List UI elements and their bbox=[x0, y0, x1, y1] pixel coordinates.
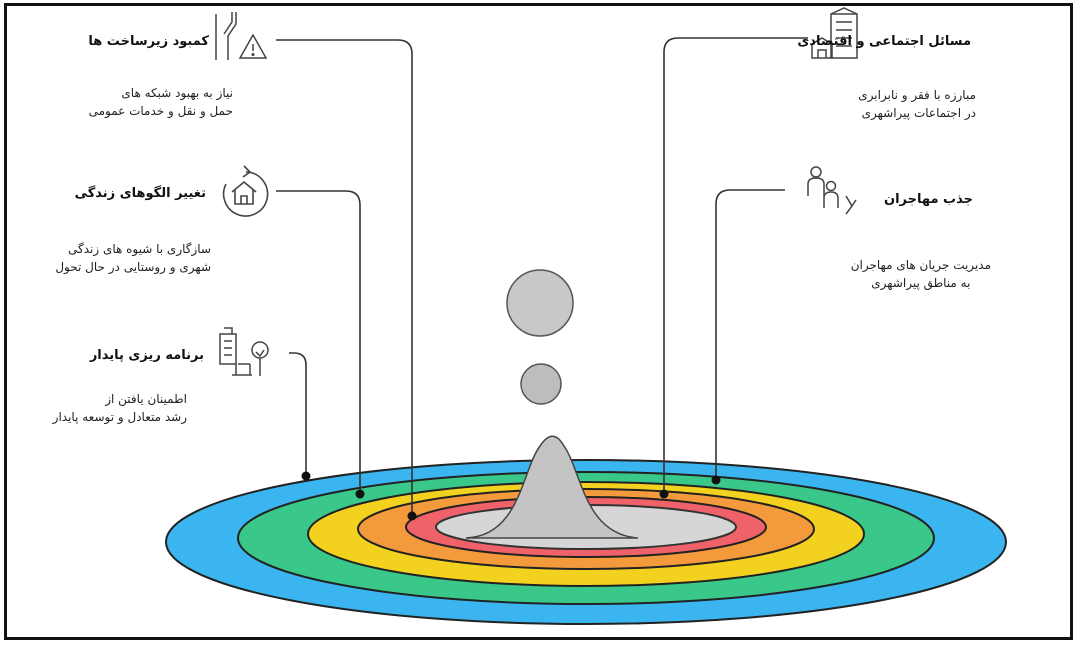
desc-lifestyle: سازگاری با شیوه های زندگی شهری و روستایی… bbox=[55, 240, 211, 276]
desc-migrants: مدیریت جریان های مهاجران به مناطق پیراشه… bbox=[851, 256, 991, 292]
title-infrastructure: کمبود زیرساخت ها bbox=[88, 34, 209, 49]
desc-sustainable-line1: اطمینان یافتن از bbox=[53, 390, 187, 408]
people-arrow-icon bbox=[808, 167, 856, 214]
title-lifestyle: تغییر الگوهای زندگی bbox=[75, 186, 206, 201]
desc-infrastructure-line2: حمل و نقل و خدمات عمومی bbox=[89, 102, 233, 120]
dot-infrastructure bbox=[408, 512, 417, 521]
connector-sustainable bbox=[289, 353, 306, 475]
home-cycle-icon bbox=[224, 166, 268, 216]
desc-lifestyle-line1: سازگاری با شیوه های زندگی bbox=[55, 240, 211, 258]
desc-socioeconomic-line1: مبارزه با فقر و نابرابری bbox=[858, 86, 976, 104]
desc-socioeconomic-line2: در اجتماعات پیراشهری bbox=[858, 104, 976, 122]
desc-lifestyle-line2: شهری و روستایی در حال تحول bbox=[55, 258, 211, 276]
desc-sustainable: اطمینان یافتن از رشد متعادل و توسعه پاید… bbox=[53, 390, 187, 426]
drop-large bbox=[507, 270, 573, 336]
desc-migrants-line1: مدیریت جریان های مهاجران bbox=[851, 256, 991, 274]
building-tree-icon bbox=[220, 328, 268, 376]
drop-small bbox=[521, 364, 561, 404]
title-socioeconomic: مسائل اجتماعی و اقتصادی bbox=[797, 34, 971, 49]
dot-sustainable bbox=[302, 472, 311, 481]
connector-infrastructure bbox=[276, 40, 412, 514]
title-migrants: جذب مهاجران bbox=[884, 192, 973, 207]
connector-lifestyle bbox=[276, 191, 360, 493]
desc-sustainable-line2: رشد متعادل و توسعه پایدار bbox=[53, 408, 187, 426]
dot-socioeconomic bbox=[660, 490, 669, 499]
connector-migrants bbox=[716, 190, 785, 479]
connector-socioeconomic bbox=[664, 38, 808, 494]
dot-lifestyle bbox=[356, 490, 365, 499]
desc-infrastructure-line1: نیاز به بهبود شبکه های bbox=[89, 84, 233, 102]
houses-icon bbox=[812, 8, 857, 58]
desc-migrants-line2: به مناطق پیراشهری bbox=[851, 274, 991, 292]
dot-migrants bbox=[712, 476, 721, 485]
city-warning-icon bbox=[216, 12, 266, 60]
desc-socioeconomic: مبارزه با فقر و نابرابری در اجتماعات پیر… bbox=[858, 86, 976, 122]
title-sustainable: برنامه ریزی پایدار bbox=[90, 348, 204, 363]
desc-infrastructure: نیاز به بهبود شبکه های حمل و نقل و خدمات… bbox=[89, 84, 233, 120]
